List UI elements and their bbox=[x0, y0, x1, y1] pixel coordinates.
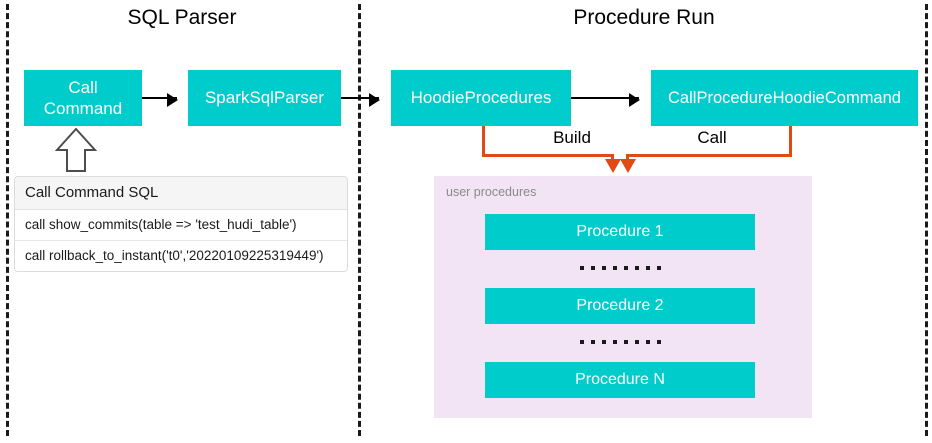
procedure-item[interactable]: Procedure 1 bbox=[485, 214, 755, 250]
sql-table-row: call show_commits(table => 'test_hudi_ta… bbox=[15, 210, 347, 241]
section-title-sql-parser: SQL Parser bbox=[127, 6, 237, 29]
section-divider-left bbox=[6, 4, 9, 436]
ellipsis-dots-icon bbox=[485, 263, 755, 273]
section-divider-right bbox=[925, 4, 928, 436]
call-edge-segment-vertical bbox=[789, 126, 792, 157]
node-call-command-label-line1: Call bbox=[68, 77, 98, 97]
ellipsis-dots-icon bbox=[485, 337, 755, 347]
sql-table-header: Call Command SQL bbox=[15, 177, 347, 210]
call-edge-segment-horizontal bbox=[626, 154, 792, 157]
arrow-call-command-to-spark-sql-parser bbox=[142, 93, 178, 107]
node-call-command-label-line2: Command bbox=[43, 99, 123, 118]
procedure-item[interactable]: Procedure 2 bbox=[485, 288, 755, 324]
node-hoodie-procedures[interactable]: HoodieProcedures bbox=[391, 70, 571, 126]
build-edge-segment-drop bbox=[611, 154, 614, 162]
procedure-item[interactable]: Procedure N bbox=[485, 362, 755, 398]
build-edge-segment-horizontal bbox=[482, 154, 614, 157]
call-edge-arrowhead bbox=[620, 159, 636, 173]
node-spark-sql-parser[interactable]: SparkSqlParser bbox=[188, 70, 341, 126]
section-title-procedure-run: Procedure Run bbox=[573, 6, 715, 29]
user-procedures-panel: user procedures Procedure 1 Procedure 2 … bbox=[434, 176, 812, 418]
edge-label-build: Build bbox=[532, 128, 612, 148]
user-procedures-caption: user procedures bbox=[446, 185, 537, 199]
node-call-procedure-hoodie-command[interactable]: CallProcedureHoodieCommand bbox=[651, 70, 918, 126]
edge-label-call: Call bbox=[672, 128, 752, 148]
arrow-spark-sql-parser-to-hoodie-procedures bbox=[341, 93, 380, 107]
sql-table-row: call rollback_to_instant('t0','202201092… bbox=[15, 241, 347, 271]
build-edge-arrowhead bbox=[605, 159, 621, 173]
call-edge-segment-drop bbox=[626, 154, 629, 162]
call-command-sql-table: Call Command SQL call show_commits(table… bbox=[14, 176, 348, 272]
block-arrow-up-icon bbox=[54, 127, 98, 172]
node-call-command[interactable]: Call Command bbox=[24, 70, 142, 126]
arrow-hoodie-procedures-to-call-procedure-hoodie-command bbox=[571, 93, 640, 107]
build-edge-segment-vertical bbox=[482, 126, 485, 157]
section-divider-middle bbox=[358, 4, 361, 436]
